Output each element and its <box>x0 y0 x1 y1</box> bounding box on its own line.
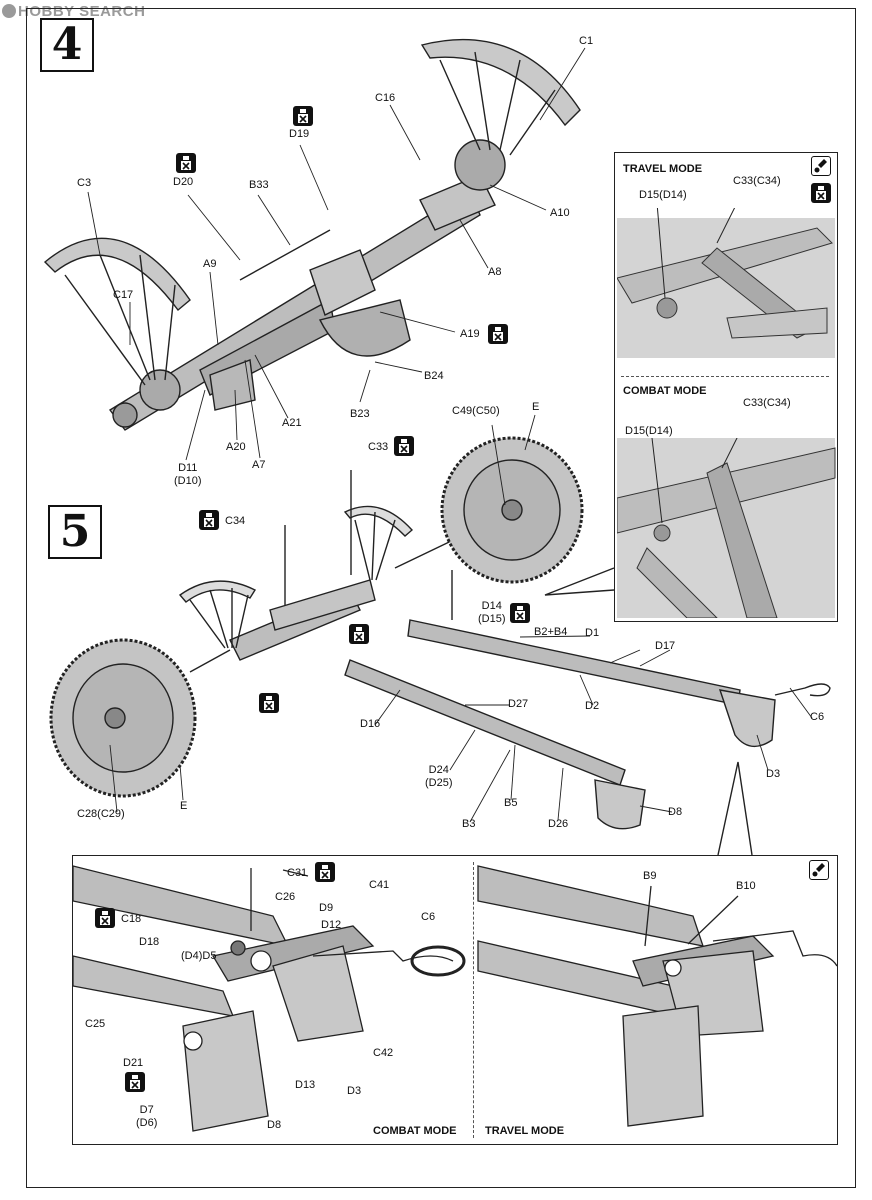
detail-label-c31: C31 <box>287 867 308 879</box>
part-label-d16: D16 <box>360 718 381 730</box>
detail-label-d7: D7(D6) <box>136 1104 158 1129</box>
inset-label-d15-d14-travel: D15(D14) <box>639 189 687 201</box>
step-4-number: 4 <box>40 18 94 72</box>
inset-travel-mode-title: TRAVEL MODE <box>623 163 703 175</box>
detail-label-c25: C25 <box>85 1018 106 1030</box>
inset-label-d15-d14-combat: D15(D14) <box>625 425 673 437</box>
detail-label-b9: B9 <box>643 870 657 882</box>
detail-label-c26: C26 <box>275 891 296 903</box>
part-label-d20: D20 <box>173 176 194 188</box>
detail-label-d21: D21 <box>123 1057 144 1069</box>
part-label-c33: C33 <box>368 441 389 453</box>
part-label-d8: D8 <box>668 806 683 818</box>
glue-bottle-icon <box>394 436 414 456</box>
wheel-upper <box>440 436 584 584</box>
glue-bottle-icon <box>315 862 335 882</box>
part-label-d11: D11(D10) <box>174 462 202 487</box>
glue-bottle-icon <box>259 693 279 713</box>
part-label-b5: B5 <box>504 797 518 809</box>
detail-label-c6: C6 <box>421 911 436 923</box>
detail-label-d4-d5: (D4)D5 <box>181 950 217 962</box>
part-label-b3: B3 <box>462 818 476 830</box>
part-label-c17: C17 <box>113 289 134 301</box>
mode-detail-inset: TRAVEL MODE D15(D14) C33(C34) COMBAT MOD… <box>614 152 838 622</box>
carriage-assembly <box>178 470 831 830</box>
paint-brush-icon <box>809 860 829 880</box>
part-label-d3: D3 <box>766 768 781 780</box>
detail-label-c42: C42 <box>373 1047 394 1059</box>
part-label-c49-c50: C49(C50) <box>452 405 500 417</box>
inset-label-c33-c34-combat: C33(C34) <box>743 397 791 409</box>
part-label-e-lower: E <box>180 800 188 812</box>
part-label-c1: C1 <box>579 35 594 47</box>
glue-bottle-icon <box>293 106 313 126</box>
bottom-travel-mode-title: TRAVEL MODE <box>485 1125 565 1137</box>
detail-label-d3: D3 <box>347 1085 362 1097</box>
part-label-a9: A9 <box>203 258 217 270</box>
part-label-d17: D17 <box>655 640 676 652</box>
axle-assembly <box>43 38 581 431</box>
trail-detail-illustration <box>73 865 837 1132</box>
glue-bottle-icon <box>488 324 508 344</box>
part-label-b33: B33 <box>249 179 269 191</box>
glue-bottle-icon <box>125 1072 145 1092</box>
part-label-a7: A7 <box>252 459 266 471</box>
part-label-a19: A19 <box>460 328 480 340</box>
detail-label-d8: D8 <box>267 1119 282 1131</box>
detail-label-d18: D18 <box>139 936 160 948</box>
detail-label-d13: D13 <box>295 1079 316 1091</box>
inset-label-c33-c34-travel: C33(C34) <box>733 175 781 187</box>
detail-label-c41: C41 <box>369 879 390 891</box>
part-label-c28-c29: C28(C29) <box>77 808 125 820</box>
part-label-e-upper: E <box>532 401 540 413</box>
glue-bottle-icon <box>349 624 369 644</box>
page-frame <box>26 8 856 1188</box>
glue-bottle-icon <box>199 510 219 530</box>
part-label-c6: C6 <box>810 711 825 723</box>
bottom-combat-mode-title: COMBAT MODE <box>373 1125 457 1137</box>
inset-divider <box>621 376 829 377</box>
part-label-c3: C3 <box>77 177 92 189</box>
watermark-logo-icon <box>2 4 16 18</box>
part-label-d27: D27 <box>508 698 529 710</box>
glue-bottle-icon <box>176 153 196 173</box>
part-label-c16: C16 <box>375 92 396 104</box>
leader-lines <box>87 47 813 823</box>
part-label-b24: B24 <box>424 370 444 382</box>
part-label-a21: A21 <box>282 417 302 429</box>
wheel-lower <box>49 638 197 798</box>
detail-label-b10: B10 <box>736 880 756 892</box>
part-label-c34: C34 <box>225 515 246 527</box>
watermark: HOBBY SEARCH <box>2 3 145 20</box>
combat-mode-illustration <box>617 438 836 618</box>
glue-bottle-icon <box>95 908 115 928</box>
part-label-b23: B23 <box>350 408 370 420</box>
part-label-d19: D19 <box>289 128 310 140</box>
detail-label-d9: D9 <box>319 902 334 914</box>
bottom-divider <box>473 862 474 1138</box>
step-5-number: 5 <box>48 505 102 559</box>
detail-label-d12: D12 <box>321 919 342 931</box>
part-label-d26: D26 <box>548 818 569 830</box>
detail-label-c18: C18 <box>121 913 142 925</box>
part-label-a10: A10 <box>550 207 570 219</box>
part-label-d24: D24(D25) <box>425 764 453 789</box>
part-label-b2-b4: B2+B4 <box>534 626 568 638</box>
part-label-a8: A8 <box>488 266 502 278</box>
travel-mode-illustration <box>617 208 835 358</box>
part-label-a20: A20 <box>226 441 246 453</box>
part-label-d1: D1 <box>585 627 600 639</box>
glue-bottle-icon <box>510 603 530 623</box>
part-label-d2: D2 <box>585 700 600 712</box>
trail-detail-box: C31 C26 C41 C6 D9 C18 D12 D18 (D4)D5 C25… <box>72 855 838 1145</box>
paint-brush-icon <box>811 156 831 176</box>
part-label-d14: D14(D15) <box>478 600 506 625</box>
glue-bottle-icon <box>811 183 831 203</box>
inset-combat-mode-title: COMBAT MODE <box>623 385 707 397</box>
